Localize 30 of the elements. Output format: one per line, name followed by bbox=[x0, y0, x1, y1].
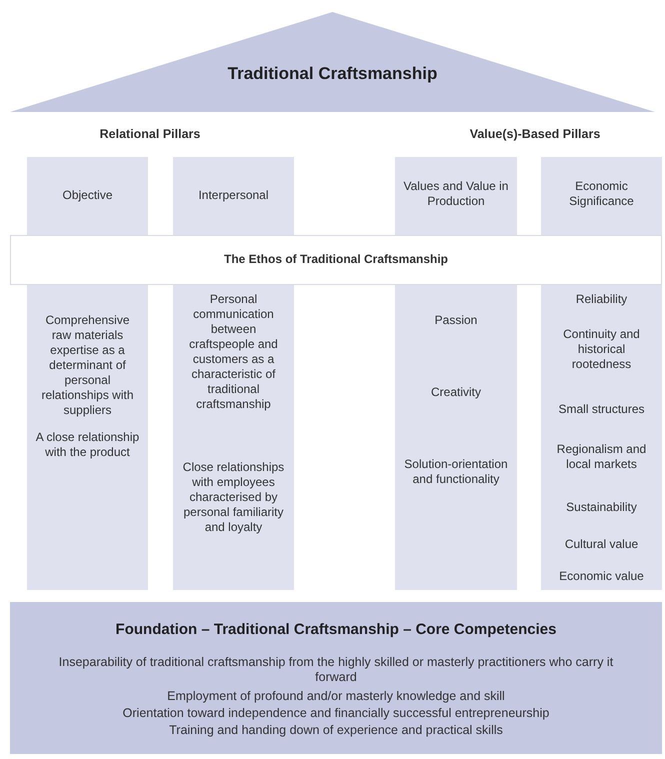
foundation-title: Foundation – Traditional Craftsmanship – Core Competencies bbox=[114, 622, 558, 637]
pillar-text: Solution-orientation and functionality bbox=[403, 457, 509, 487]
pillar-text: Regionalism and local markets bbox=[556, 442, 648, 472]
pillar-text: Sustainability bbox=[565, 500, 638, 515]
pillar-text: Passion bbox=[434, 313, 478, 328]
ethos-band bbox=[10, 235, 662, 285]
pillar-text: Close relationships with employees characterised by personal familiarity and loyalty bbox=[182, 460, 286, 535]
foundation-text: Inseparability of traditional craftsmanship from the highly skilled or masterly practitioners who carry it forward bbox=[58, 655, 614, 685]
pillar-heading: Interpersonal bbox=[197, 188, 270, 203]
foundation-text: Orientation toward independence and financially successful entrepreneurship bbox=[122, 706, 550, 721]
pillar-text: Personal communication between craftspeople and customers as a characteristic of traditional craftsmanship bbox=[188, 292, 279, 412]
pillar-text: Creativity bbox=[430, 385, 482, 400]
pillar-heading: Objective bbox=[61, 188, 114, 203]
pillar-heading: Values and Value in Production bbox=[403, 179, 509, 209]
band-title: The Ethos of Traditional Craftsmanship bbox=[222, 252, 450, 267]
foundation-block bbox=[10, 602, 662, 754]
pillar-text: Small structures bbox=[557, 402, 646, 417]
roof-triangle bbox=[10, 12, 655, 112]
pillar-text: Economic value bbox=[558, 569, 645, 584]
foundation-text: Training and handing down of experience and practical skills bbox=[168, 723, 504, 738]
pillar-text: Cultural value bbox=[564, 537, 640, 552]
roof-title: Traditional Craftsmanship bbox=[226, 64, 438, 84]
pillar-text: Continuity and historical rootedness bbox=[562, 327, 641, 372]
pillar-text: A close relationship with the product bbox=[35, 430, 140, 460]
section-heading: Value(s)-Based Pillars bbox=[468, 127, 602, 142]
pillar-heading: Economic Significance bbox=[568, 179, 635, 209]
foundation-text: Employment of profound and/or masterly knowledge and skill bbox=[166, 689, 506, 704]
pillar-text: Reliability bbox=[574, 292, 628, 307]
section-heading: Relational Pillars bbox=[98, 127, 202, 142]
pillar-text: Comprehensive raw materials expertise as a determinant of personal relationships with suppliers bbox=[40, 313, 135, 418]
